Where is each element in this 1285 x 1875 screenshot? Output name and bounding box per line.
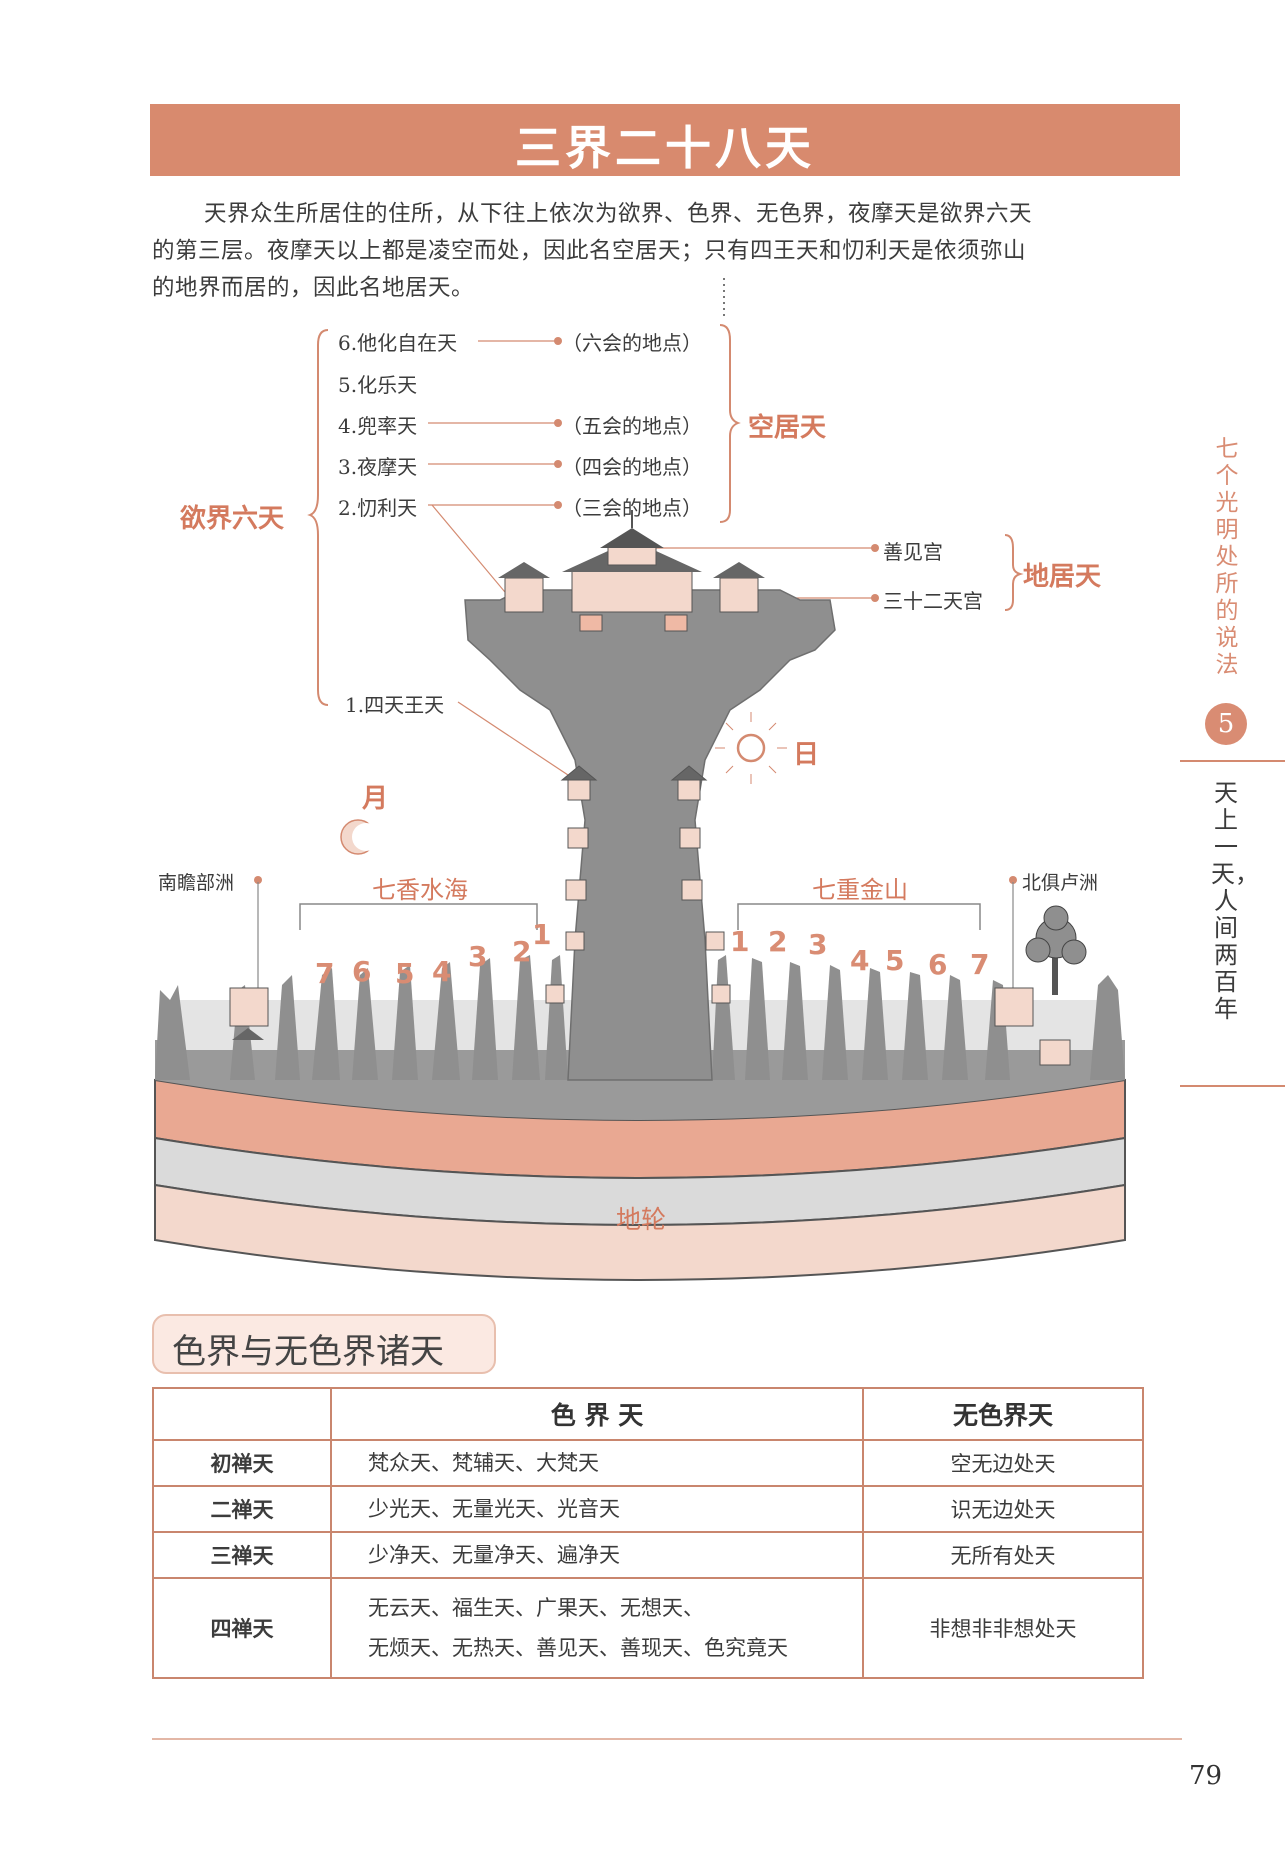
mountain-number: 6: [928, 948, 948, 981]
heaven-label-4: 4.兜率天: [338, 414, 418, 438]
earth-heaven-label: 地居天: [1023, 562, 1102, 592]
ground-wheel-label: 地轮: [616, 1205, 667, 1234]
seas-label: 七香水海: [372, 876, 468, 904]
southern-continent-label: 南瞻部洲: [158, 872, 235, 894]
table-header-formless: 无色界天: [862, 1387, 1144, 1441]
seas-bracket: [299, 903, 538, 930]
heaven-label-1: 1.四天王天: [345, 693, 445, 717]
intro-line: 天界众生所居住的住所，从下往上依次为欲界、色界、无色界，夜摩天是欲界六天: [204, 201, 1033, 227]
page-number: 79: [1189, 1761, 1223, 1791]
chapter-number: 5: [1205, 703, 1247, 745]
four-kings-palaces: [545, 765, 731, 1004]
formless-cell: 空无边处天: [862, 1439, 1144, 1487]
mountain-number: 1: [730, 925, 750, 958]
band-pink: [154, 1183, 1126, 1281]
heavens-table: 色 界 天 无色界天 初禅天 梵众天、梵辅天、大梵天 空无边处天 二禅天 少光天…: [152, 1387, 1144, 1679]
mount-sumeru: [464, 589, 836, 1081]
row-label: 初禅天: [152, 1439, 332, 1487]
leader-dots: [254, 337, 1017, 884]
mountains-bracket: [737, 903, 981, 930]
table-header-blank: [152, 1387, 332, 1441]
form-text: 无云天、福生天、广果天、无想天、: [368, 1596, 704, 1620]
section-heading-box: 色界与无色界诸天: [152, 1314, 496, 1374]
moon-label: 月: [362, 784, 389, 814]
mountain-number: 2: [768, 925, 788, 958]
sea-number: 7: [315, 957, 335, 990]
section-title: 天上一天，人间两百年: [1211, 779, 1259, 1023]
site-label-3: （三会的地点）: [562, 496, 702, 520]
side-divider-top: [1180, 760, 1285, 762]
intro-line: 的第三层。夜摩天以上都是凌空而处，因此名空居天；只有四王天和忉利天是依须弥山: [152, 238, 1027, 264]
mountain-number: 4: [850, 944, 870, 977]
sea-number: 4: [432, 955, 452, 988]
form-cell: 少光天、无量光天、光音天: [330, 1485, 864, 1533]
page-title: 三界二十八天: [515, 121, 815, 175]
sea-number: 3: [468, 940, 488, 973]
earth-brace: [1004, 534, 1024, 611]
site-label-5: （五会的地点）: [562, 414, 702, 438]
northern-continent-marker: [994, 987, 1034, 1027]
tree-icon: [1025, 905, 1087, 995]
sky-heaven-label: 空居天: [748, 413, 827, 443]
table-row: 四禅天 无云天、福生天、广果天、无想天、 无烦天、无热天、善见天、善现天、色究竟…: [152, 1577, 1144, 1679]
heaven-label-2: 2.忉利天: [338, 496, 418, 520]
formless-cell: 识无边处天: [862, 1485, 1144, 1533]
palace-label-2: 三十二天宫: [883, 589, 983, 613]
form-text: 无烦天、无热天、善见天、善现天、色究竟天: [368, 1636, 788, 1660]
table-header-form: 色 界 天: [330, 1387, 864, 1441]
mountain-number: 7: [970, 948, 990, 981]
mountain-number: 3: [808, 928, 828, 961]
palace-label-1: 善见宫: [883, 540, 943, 564]
side-divider-bottom: [1180, 1085, 1285, 1087]
table-row: 三禅天 少净天、无量净天、遍净天 无所有处天: [152, 1531, 1144, 1579]
mountain-peaks: [155, 955, 1125, 1080]
sea-number: 6: [352, 955, 372, 988]
row-label: 四禅天: [152, 1577, 332, 1679]
sea-number: 2: [512, 935, 532, 968]
mountains-label: 七重金山: [812, 876, 908, 904]
form-text: 少净天、无量净天、遍净天: [368, 1543, 620, 1567]
palace-complex: [498, 510, 765, 632]
sea-number: 1: [532, 918, 552, 951]
intro-paragraph: 天界众生所居住的住所，从下往上依次为欲界、色界、无色界，夜摩天是欲界六天 的第三…: [152, 196, 1180, 307]
heaven-label-6: 6.他化自在天: [338, 331, 458, 355]
mountain-number: 5: [885, 944, 905, 977]
table-row: 初禅天 梵众天、梵辅天、大梵天 空无边处天: [152, 1439, 1144, 1487]
title-bar: 三界二十八天: [150, 104, 1180, 176]
mount-sumeru-diagram: [154, 278, 1126, 1281]
sea-number: 5: [395, 957, 415, 990]
desire-brace: [307, 329, 329, 706]
heaven-label-3: 3.夜摩天: [338, 455, 418, 479]
site-label-4: （四会的地点）: [562, 455, 702, 479]
formless-cell: 非想非非想处天: [862, 1577, 1144, 1679]
southern-continent-marker: [229, 987, 269, 1027]
footer-rule: [152, 1738, 1182, 1740]
desire-realm-label: 欲界六天: [180, 504, 285, 534]
row-label: 三禅天: [152, 1531, 332, 1579]
form-text: 少光天、无量光天、光音天: [368, 1497, 620, 1521]
row-label: 二禅天: [152, 1485, 332, 1533]
table-header-row: 色 界 天 无色界天: [152, 1387, 1144, 1441]
moon: [340, 819, 380, 855]
form-cell: 无云天、福生天、广果天、无想天、 无烦天、无热天、善见天、善现天、色究竟天: [330, 1577, 864, 1679]
form-cell: 梵众天、梵辅天、大梵天: [330, 1439, 864, 1487]
table-row: 二禅天 少光天、无量光天、光音天 识无边处天: [152, 1485, 1144, 1533]
chapter-title: 七个光明处所的说法: [1215, 436, 1239, 678]
form-cell: 少净天、无量净天、遍净天: [330, 1531, 864, 1579]
sun: [715, 712, 787, 784]
site-label-6: （六会的地点）: [562, 331, 702, 355]
sun-label: 日: [793, 740, 820, 770]
form-text: 梵众天、梵辅天、大梵天: [368, 1451, 599, 1475]
northern-continent-label: 北俱卢洲: [1022, 872, 1099, 894]
sky-brace: [719, 324, 741, 523]
intro-line: 的地界而居的，因此名地居天。: [152, 275, 475, 301]
heaven-label-5: 5.化乐天: [338, 373, 418, 397]
formless-cell: 无所有处天: [862, 1531, 1144, 1579]
section-heading: 色界与无色界诸天: [172, 1332, 444, 1372]
